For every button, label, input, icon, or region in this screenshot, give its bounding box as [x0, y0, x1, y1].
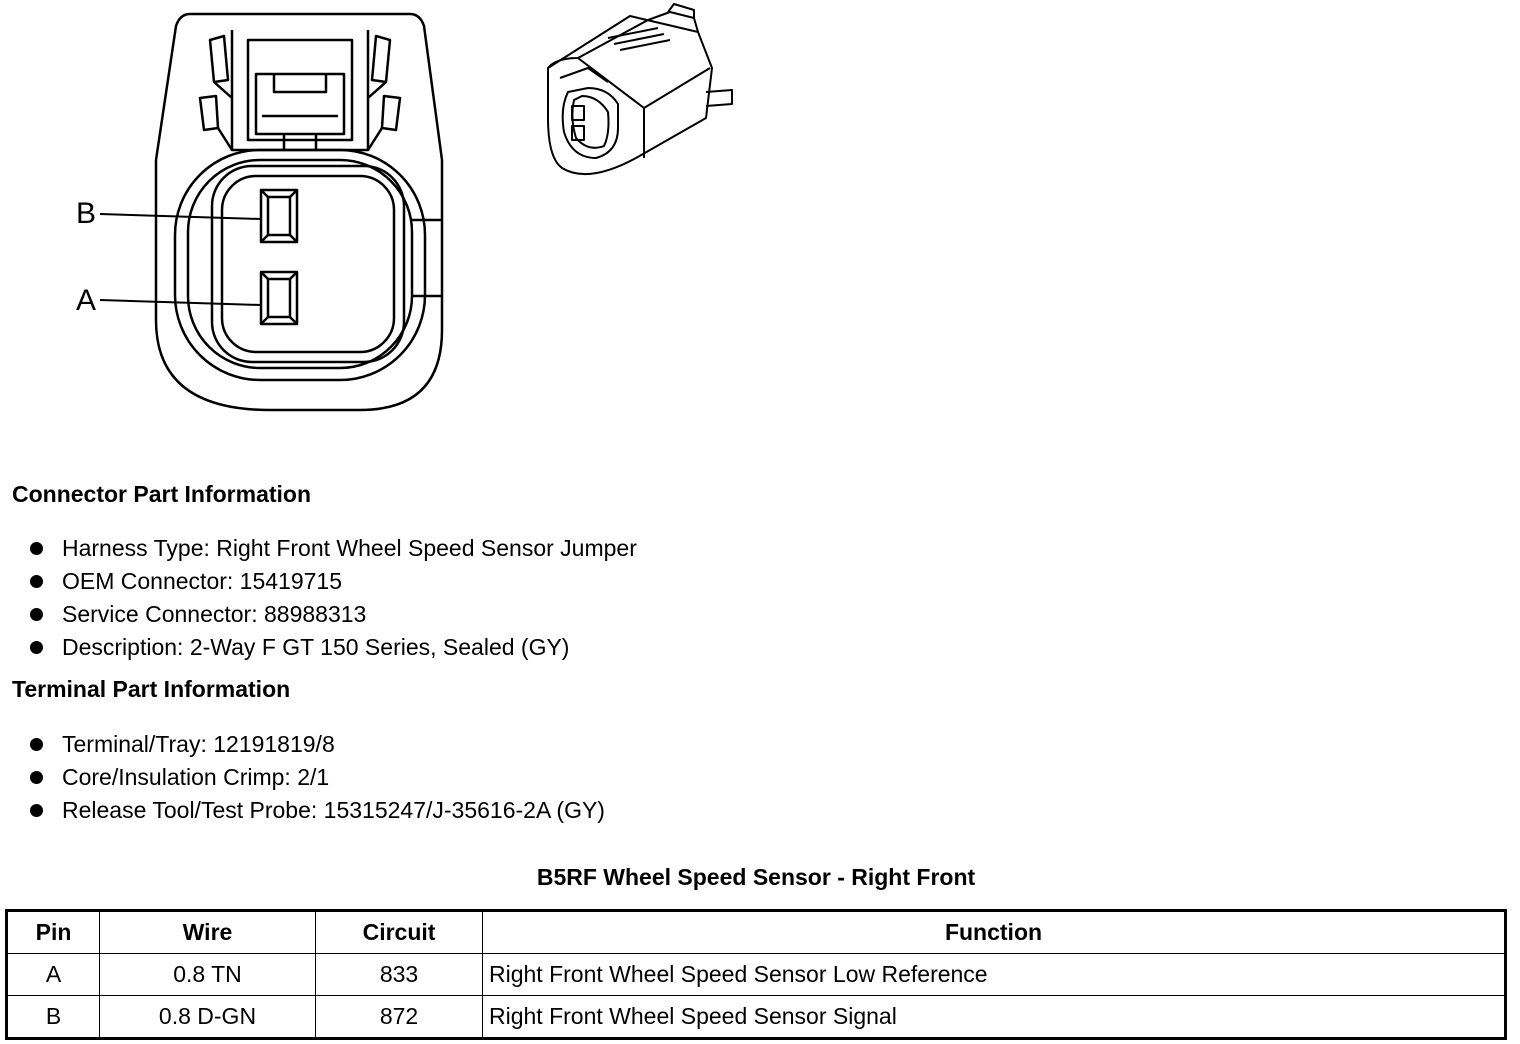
cell-circuit: 872	[315, 995, 483, 1039]
table-header-row: Pin Wire Circuit Function	[6, 910, 1506, 954]
terminal-info-list: Terminal/Tray: 12191819/8 Core/Insulatio…	[30, 728, 605, 827]
list-item: Service Connector: 88988313	[30, 598, 637, 631]
header-wire: Wire	[99, 910, 316, 954]
list-item: OEM Connector: 15419715	[30, 565, 637, 598]
cell-function: Right Front Wheel Speed Sensor Low Refer…	[482, 953, 1506, 996]
connector-info-title: Connector Part Information	[12, 481, 312, 507]
list-item: Harness Type: Right Front Wheel Speed Se…	[30, 532, 637, 565]
pin-a-label: A	[76, 284, 97, 317]
pin-table: Pin Wire Circuit Function A 0.8 TN 833 R…	[5, 909, 1507, 1040]
pin-a-leader	[99, 299, 262, 306]
list-item: Release Tool/Test Probe: 15315247/J-3561…	[30, 794, 605, 827]
list-item: Core/Insulation Crimp: 2/1	[30, 761, 605, 794]
pin-b-label: B	[76, 197, 97, 230]
list-item: Description: 2-Way F GT 150 Series, Seal…	[30, 631, 637, 664]
cell-pin: A	[6, 953, 100, 996]
cell-wire: 0.8 D-GN	[99, 995, 316, 1039]
connector-diagram: B A	[0, 0, 760, 440]
cell-wire: 0.8 TN	[99, 953, 316, 996]
table-row: B 0.8 D-GN 872 Right Front Wheel Speed S…	[6, 995, 1506, 1039]
cell-circuit: 833	[315, 953, 483, 996]
cell-pin: B	[6, 995, 100, 1039]
list-item: Terminal/Tray: 12191819/8	[30, 728, 605, 761]
pin-table-title: B5RF Wheel Speed Sensor - Right Front	[536, 864, 976, 890]
connector-info-list: Harness Type: Right Front Wheel Speed Se…	[30, 532, 637, 664]
connector-face-drawing	[99, 3, 733, 412]
pin-b-leader	[99, 213, 262, 220]
header-circuit: Circuit	[315, 910, 483, 954]
header-function: Function	[482, 910, 1506, 954]
cell-function: Right Front Wheel Speed Sensor Signal	[482, 995, 1506, 1039]
header-pin: Pin	[6, 910, 100, 954]
terminal-info-title: Terminal Part Information	[12, 676, 291, 702]
table-row: A 0.8 TN 833 Right Front Wheel Speed Sen…	[6, 953, 1506, 996]
